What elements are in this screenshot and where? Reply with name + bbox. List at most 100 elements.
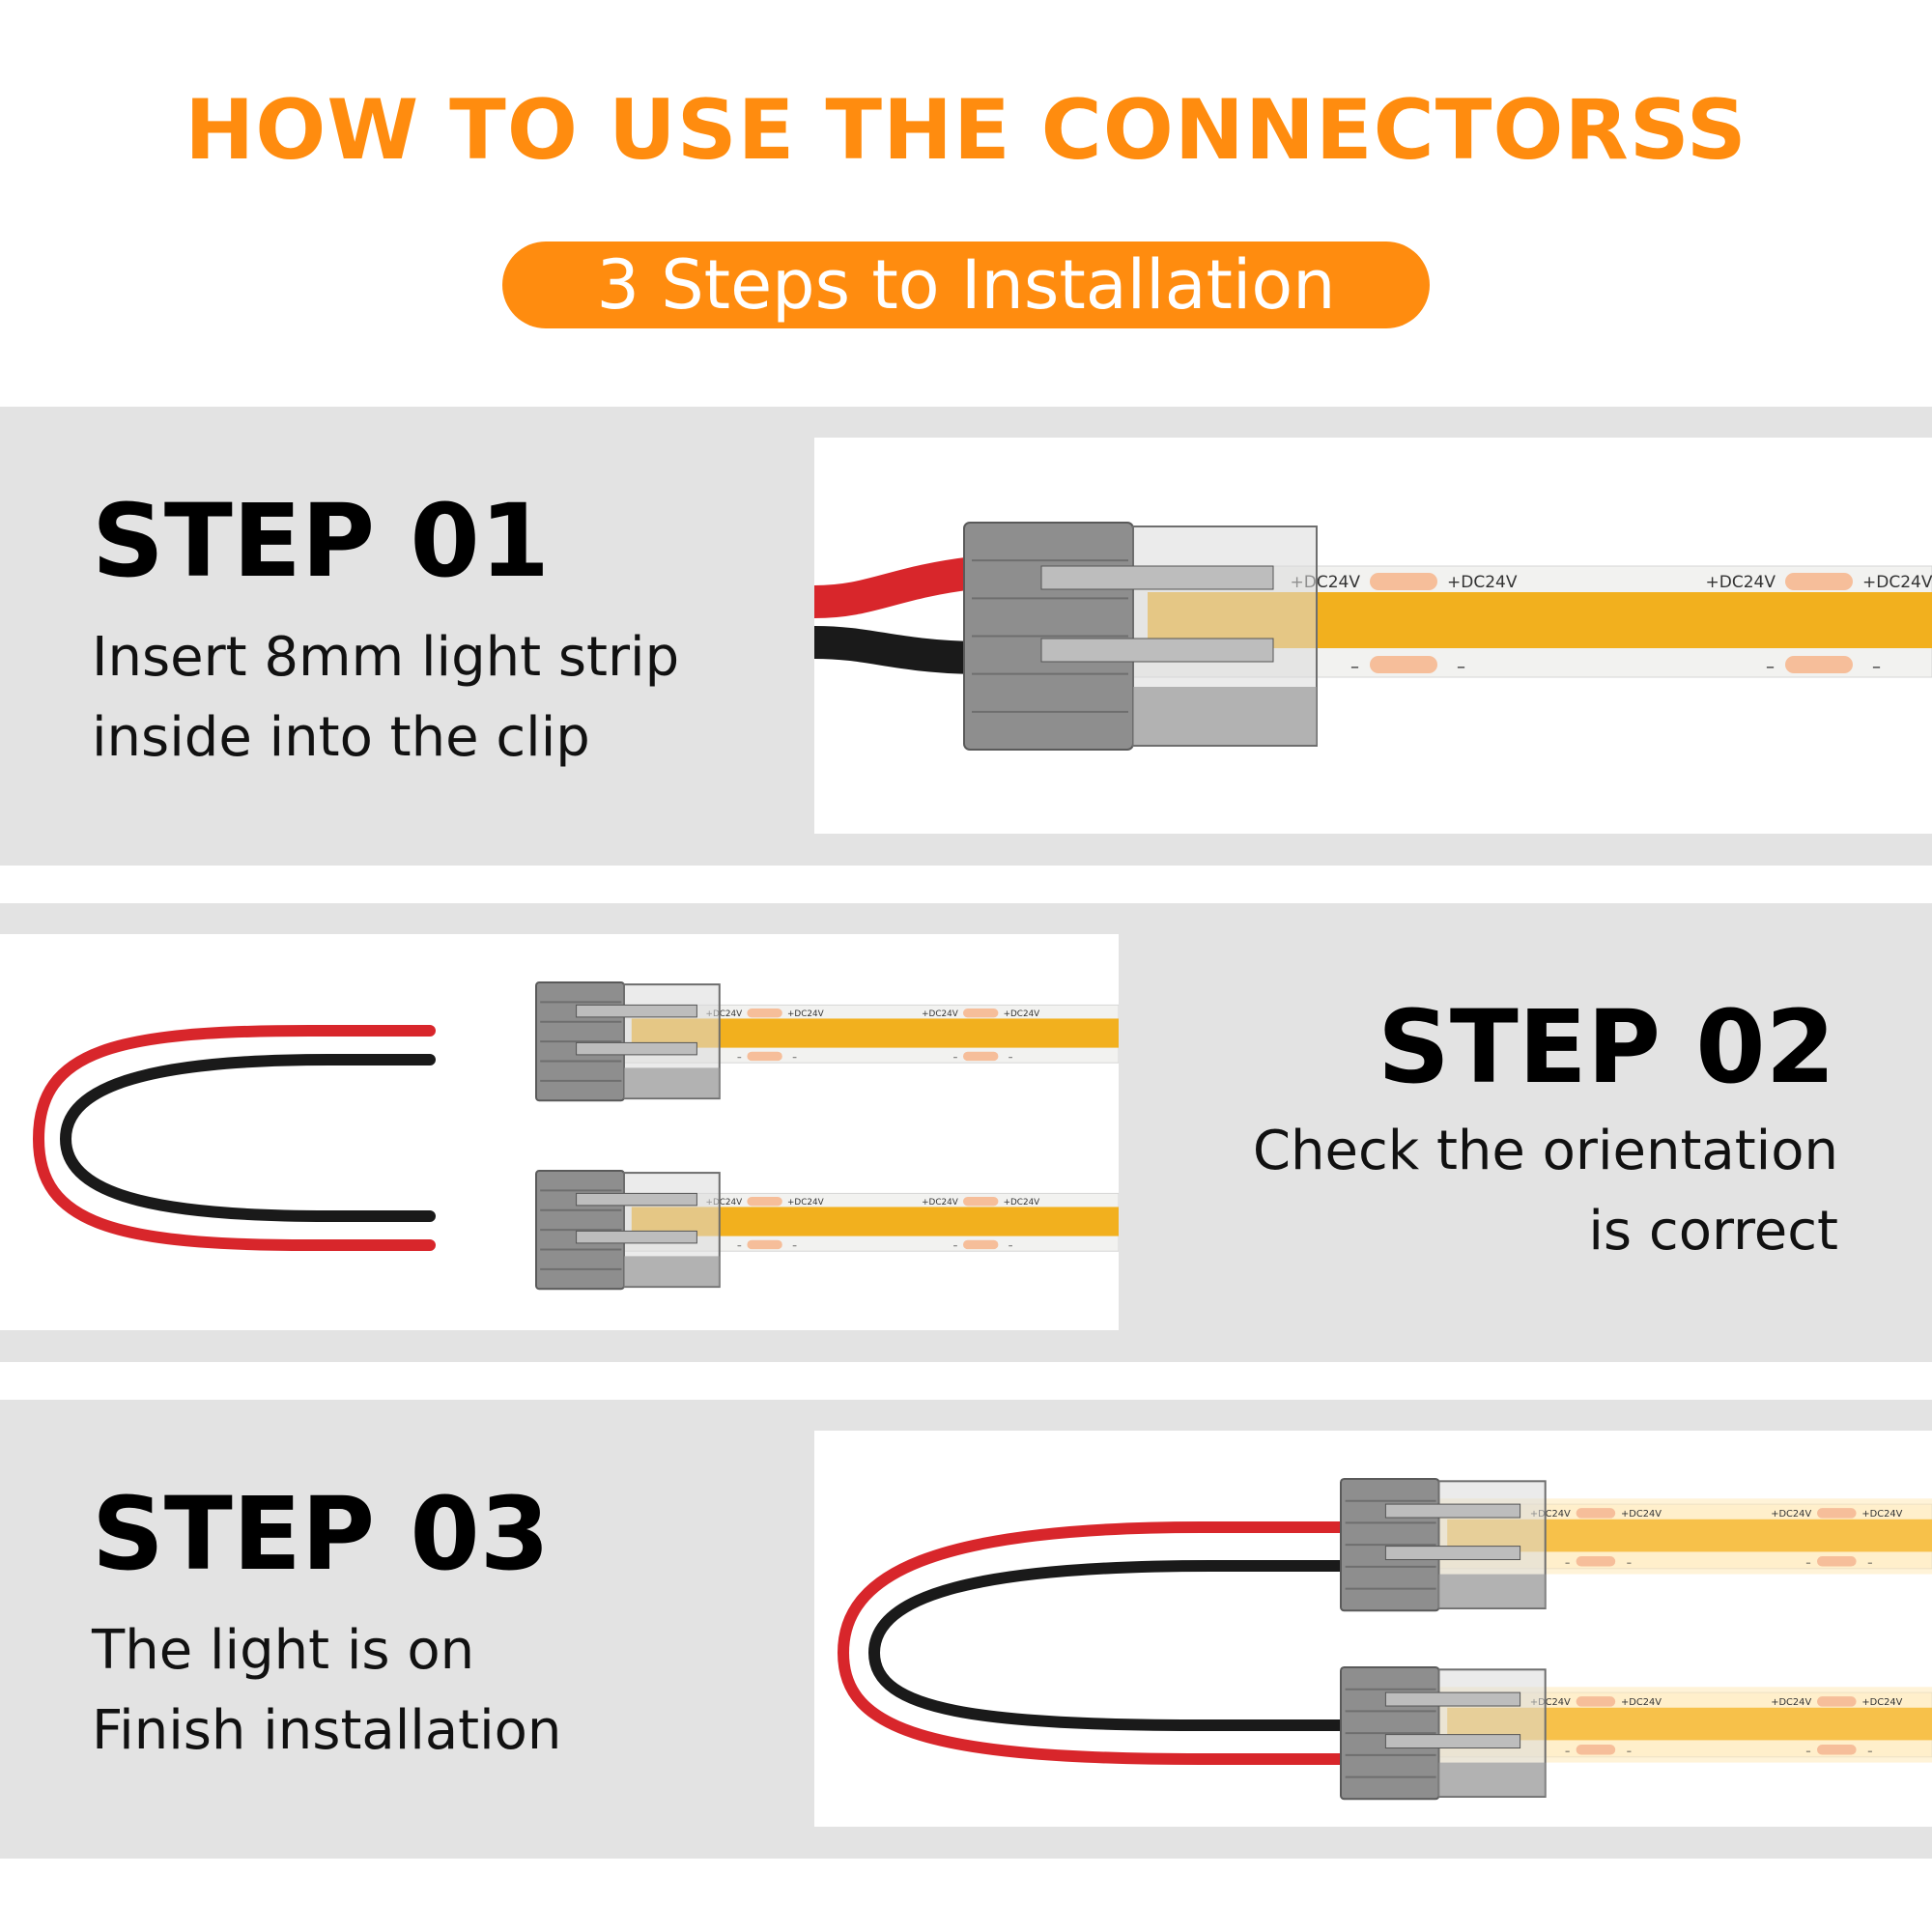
jumper-connectors-illustration: +DC24V+DC24V––+DC24V+DC24V––+DC24V+DC24V… [32,981,1119,1291]
dc24v-label: +DC24V [1004,1009,1040,1019]
dc24v-label: +DC24V [787,1009,824,1019]
step-02-band: +DC24V+DC24V––+DC24V+DC24V––+DC24V+DC24V… [0,903,1932,1362]
solder-pad-positive [963,1197,999,1207]
step-03-band: STEP 03 The light is on Finish installat… [0,1400,1932,1859]
contact-pin-positive [576,1004,697,1018]
step-01-line-1: Insert 8mm light strip [92,626,680,689]
black-wire-loop [59,1054,436,1222]
lid-latch [1438,1574,1546,1608]
solder-pad-negative [963,1051,999,1062]
negative-label: – [1766,657,1775,677]
dc24v-label: +DC24V [922,1009,958,1019]
negative-label: – [792,1053,797,1064]
contact-pin-negative [1040,638,1274,663]
page-title: HOW TO USE THE CONNECTORSS [185,82,1747,179]
negative-label: – [737,1053,742,1064]
contact-pin-negative [1384,1734,1521,1749]
lid-latch [1438,1762,1546,1797]
step-03-line-2: Finish installation [92,1699,562,1762]
solder-pad-negative [1817,1745,1857,1755]
dc24v-label: +DC24V [1706,573,1776,592]
negative-label: – [1457,657,1465,677]
step-01-line-2: inside into the clip [92,706,590,769]
dc24v-label: +DC24V [706,1009,743,1019]
solder-pad-negative [963,1239,999,1250]
contact-pin-positive [576,1192,697,1207]
dc24v-label: +DC24V [1530,1509,1571,1520]
lid-latch [624,1067,720,1098]
step-02-heading: STEP 02 [1377,988,1835,1106]
negative-label: – [953,1241,958,1252]
black-wire-loop [867,1560,1347,1731]
step-01-illustration: +DC24V+DC24V––+DC24V+DC24V–– [814,438,1932,834]
step-03-line-1: The light is on [92,1619,475,1682]
negative-label: – [1867,1746,1872,1757]
lid-latch [624,1256,720,1287]
dc24v-label: +DC24V [1861,1509,1902,1520]
negative-label: – [1805,1746,1810,1757]
connector-strip-illustration: +DC24V+DC24V––+DC24V+DC24V–– [814,522,1932,751]
contact-pin-positive [1384,1691,1521,1707]
negative-label: – [1350,657,1359,677]
red-wire-loop [837,1521,1347,1765]
solder-pad-negative [1370,656,1437,673]
negative-label: – [1627,1746,1632,1757]
dc24v-label: +DC24V [1004,1198,1040,1208]
connector-assembly: +DC24V +DC24V – – +DC24V +DC24V – – [535,981,1119,1102]
step-03-heading: STEP 03 [92,1475,551,1593]
solder-pad-negative [747,1051,782,1062]
connector-assembly: +DC24V +DC24V – – +DC24V +DC24V – – [1340,1478,1932,1612]
subtitle-badge: 3 Steps to Installation [502,242,1430,328]
dc24v-label: +DC24V [1771,1697,1811,1708]
step-01-heading: STEP 01 [92,482,551,600]
solder-pad-negative [1576,1745,1616,1755]
black-wire [814,626,990,674]
solder-pad-positive [747,1197,782,1207]
negative-label: – [737,1241,742,1252]
lit-strip-illustration: +DC24V+DC24V––+DC24V+DC24V––+DC24V+DC24V… [837,1478,1932,1801]
negative-label: – [1009,1053,1013,1064]
dc24v-label: +DC24V [1530,1697,1571,1708]
dc24v-label: +DC24V [922,1198,958,1208]
solder-pad-negative [1785,656,1853,673]
dc24v-label: +DC24V [787,1198,824,1208]
negative-label: – [1627,1557,1632,1569]
negative-label: – [1565,1746,1570,1757]
contact-pin-negative [1384,1546,1521,1561]
solder-pad-negative [1576,1556,1616,1567]
contact-pin-positive [1040,565,1274,590]
dc24v-label: +DC24V [1621,1509,1662,1520]
solder-pad-positive [1576,1696,1616,1707]
dc24v-label: +DC24V [1862,573,1932,592]
dc24v-label: +DC24V [706,1198,743,1208]
connector-assembly: +DC24V+DC24V––+DC24V+DC24V–– [963,522,1932,751]
dc24v-label: +DC24V [1621,1697,1662,1708]
solder-pad-negative [747,1239,782,1250]
negative-label: – [1867,1557,1872,1569]
connector-assembly: +DC24V+DC24V––+DC24V+DC24V–– [535,1170,1119,1291]
dc24v-label: +DC24V [1447,573,1518,592]
solder-pad-positive [1370,573,1437,590]
negative-label: – [953,1053,958,1064]
step-01-band: STEP 01 Insert 8mm light strip inside in… [0,407,1932,866]
red-wire-loop [32,1025,436,1251]
lid-latch [1133,687,1317,745]
step-03-illustration: +DC24V+DC24V––+DC24V+DC24V––+DC24V+DC24V… [814,1431,1932,1827]
step-02-line-2: is correct [1588,1200,1838,1263]
negative-label: – [1805,1557,1810,1569]
solder-pad-positive [1817,1508,1857,1519]
solder-pad-positive [747,1009,782,1018]
dc24v-label: +DC24V [1771,1509,1811,1520]
solder-pad-positive [1817,1696,1857,1707]
negative-label: – [1872,657,1881,677]
red-wire [814,556,990,618]
solder-pad-positive [963,1009,999,1018]
solder-pad-positive [1576,1508,1616,1519]
contact-pin-negative [576,1230,697,1244]
dc24v-label: +DC24V [1861,1697,1902,1708]
solder-pad-negative [1817,1556,1857,1567]
connector-assembly: +DC24V +DC24V – – +DC24V +DC24V – – [1340,1666,1932,1801]
solder-pad-positive [1785,573,1853,590]
contact-pin-positive [1384,1503,1521,1519]
negative-label: – [1565,1557,1570,1569]
